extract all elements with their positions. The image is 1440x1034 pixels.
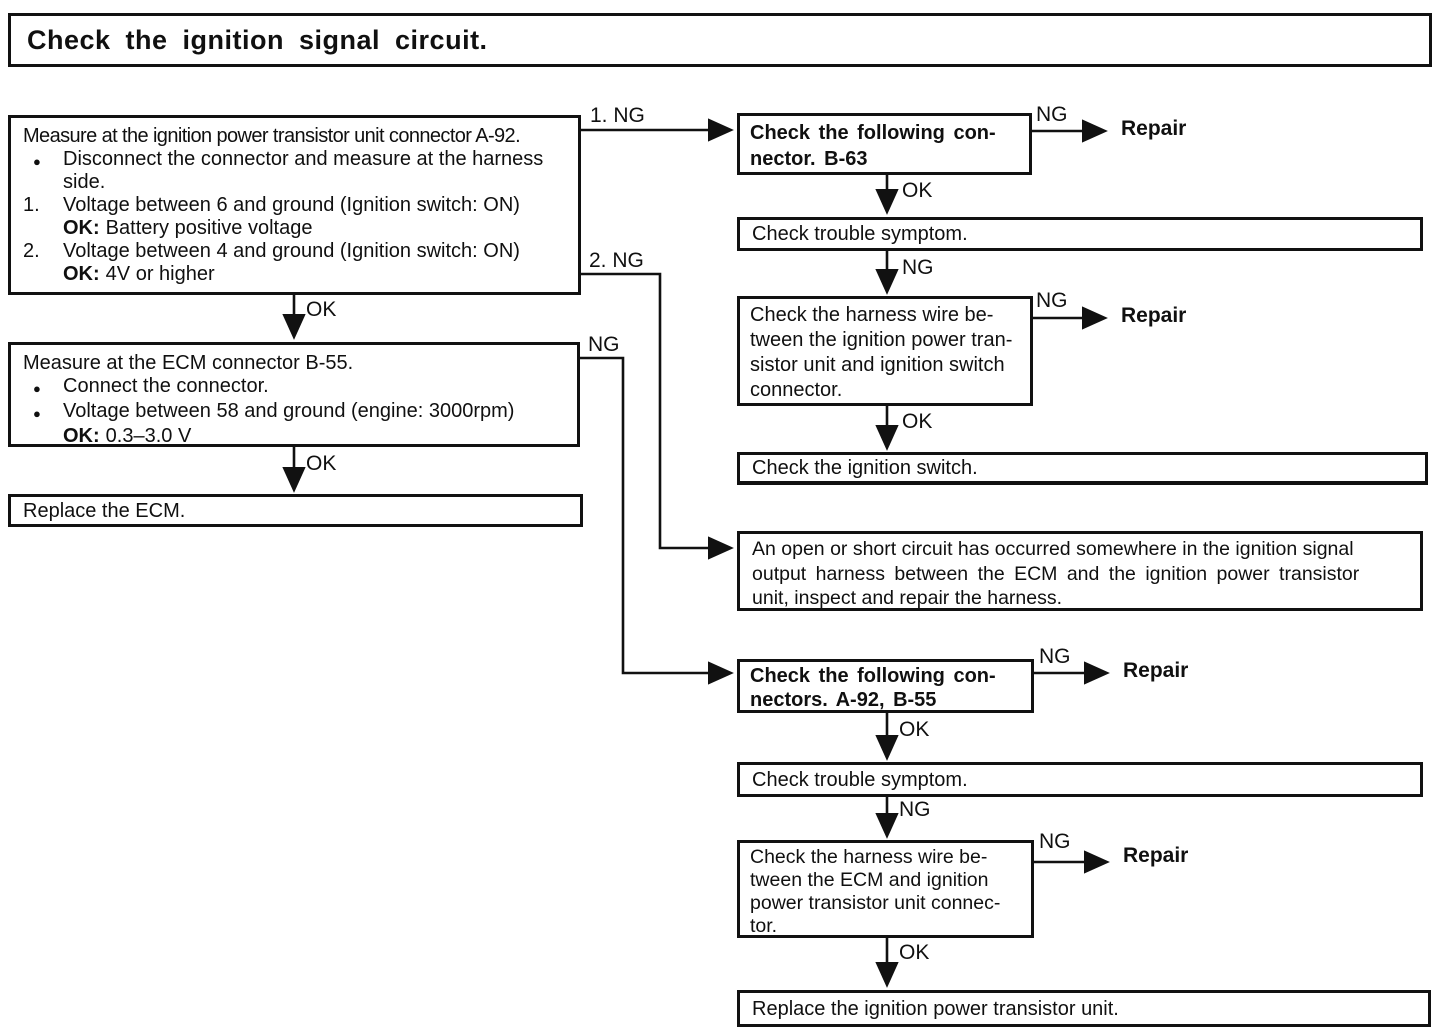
node-text: Voltage between 6 and ground (Ignition s… xyxy=(63,194,520,216)
edge-label-ng: NG xyxy=(1039,645,1071,668)
edge-label-ng: NG xyxy=(1036,289,1068,312)
bullet-icon: ● xyxy=(33,406,41,421)
ok-spec: OK:Battery positive voltage xyxy=(63,217,313,239)
node-text: power transistor unit connec- xyxy=(750,892,1001,914)
node-text: unit, inspect and repair the harness. xyxy=(752,587,1063,609)
node-text: An open or short circuit has occurred so… xyxy=(752,538,1354,560)
node-check-harness-ignition: Check the harness wire be- tween the ign… xyxy=(737,296,1033,406)
node-title: Measure at the ignition power transistor… xyxy=(23,125,521,147)
node-check-trouble-symptom-1: Check trouble symptom. xyxy=(737,217,1423,251)
bullet-icon: ● xyxy=(33,154,41,169)
node-text: tween the ignition power tran- xyxy=(750,329,1013,351)
edge-label-ok: OK xyxy=(306,298,337,321)
node-check-harness-ecm: Check the harness wire be- tween the ECM… xyxy=(737,840,1034,938)
repair-label: Repair xyxy=(1123,659,1189,682)
edge-label-1-ng: 1. NG xyxy=(590,104,645,127)
node-text: Check the harness wire be- xyxy=(750,304,994,326)
node-text: nectors. A-92, B-55 xyxy=(750,689,937,711)
node-text: Voltage between 4 and ground (Ignition s… xyxy=(63,240,520,262)
node-text: Check the ignition switch. xyxy=(752,457,978,479)
node-text: sistor unit and ignition switch xyxy=(750,354,1005,376)
edge-label-ng: NG xyxy=(1036,103,1068,126)
node-text: connector. xyxy=(750,379,843,401)
node-replace-transistor: Replace the ignition power transistor un… xyxy=(737,990,1431,1027)
node-open-short-circuit: An open or short circuit has occurred so… xyxy=(737,531,1423,611)
node-text: Replace the ignition power transistor un… xyxy=(752,997,1119,1020)
node-replace-ecm: Replace the ECM. xyxy=(8,494,583,527)
edge-label-ng: NG xyxy=(899,798,931,821)
node-check-trouble-symptom-2: Check trouble symptom. xyxy=(737,762,1423,797)
edge-label-ng: NG xyxy=(902,256,934,279)
node-text: tween the ECM and ignition xyxy=(750,869,989,891)
step-number: 2. xyxy=(23,240,40,262)
node-text: Replace the ECM. xyxy=(23,499,186,522)
edge-label-2-ng: 2. NG xyxy=(589,249,644,272)
repair-label: Repair xyxy=(1121,117,1187,140)
node-measure-ecm: Measure at the ECM connector B-55. ● Con… xyxy=(8,342,580,447)
node-text: Check the following con- xyxy=(750,122,996,144)
step-number: 1. xyxy=(23,194,40,216)
node-check-connectors-a92-b55: Check the following con- nectors. A-92, … xyxy=(737,659,1034,713)
node-text: Disconnect the connector and measure at … xyxy=(63,148,544,193)
node-text: Check trouble symptom. xyxy=(752,223,968,245)
node-text: Check the harness wire be- xyxy=(750,846,988,868)
edge-label-ok: OK xyxy=(899,941,930,964)
edge-label-ng: NG xyxy=(1039,830,1071,853)
edge-label-ok: OK xyxy=(902,410,933,433)
page-title: Check the ignition signal circuit. xyxy=(8,13,1432,67)
edge-label-ng: NG xyxy=(588,333,620,356)
node-title: Measure at the ECM connector B-55. xyxy=(23,352,354,374)
bullet-icon: ● xyxy=(33,381,41,396)
ok-spec: OK:4V or higher xyxy=(63,263,215,285)
node-text: nector. B-63 xyxy=(750,148,868,170)
repair-label: Repair xyxy=(1123,844,1189,867)
edge-label-ok: OK xyxy=(902,179,933,202)
node-text: Voltage between 58 and ground (engine: 3… xyxy=(63,400,515,422)
repair-label: Repair xyxy=(1121,304,1187,327)
node-text: output harness between the ECM and the i… xyxy=(752,562,1360,585)
node-check-ignition-switch: Check the ignition switch. xyxy=(737,452,1428,485)
node-measure-transistor: Measure at the ignition power transistor… xyxy=(8,115,581,295)
edge-label-ok: OK xyxy=(306,452,337,475)
edge-label-ok: OK xyxy=(899,718,930,741)
ok-spec: OK:0.3–3.0 V xyxy=(63,425,192,447)
node-text: Connect the connector. xyxy=(63,375,269,397)
node-check-connector-b63: Check the following con- nector. B-63 xyxy=(737,113,1032,175)
node-text: Check trouble symptom. xyxy=(752,768,968,791)
node-text: tor. xyxy=(750,915,778,937)
node-text: Check the following con- xyxy=(750,665,996,687)
